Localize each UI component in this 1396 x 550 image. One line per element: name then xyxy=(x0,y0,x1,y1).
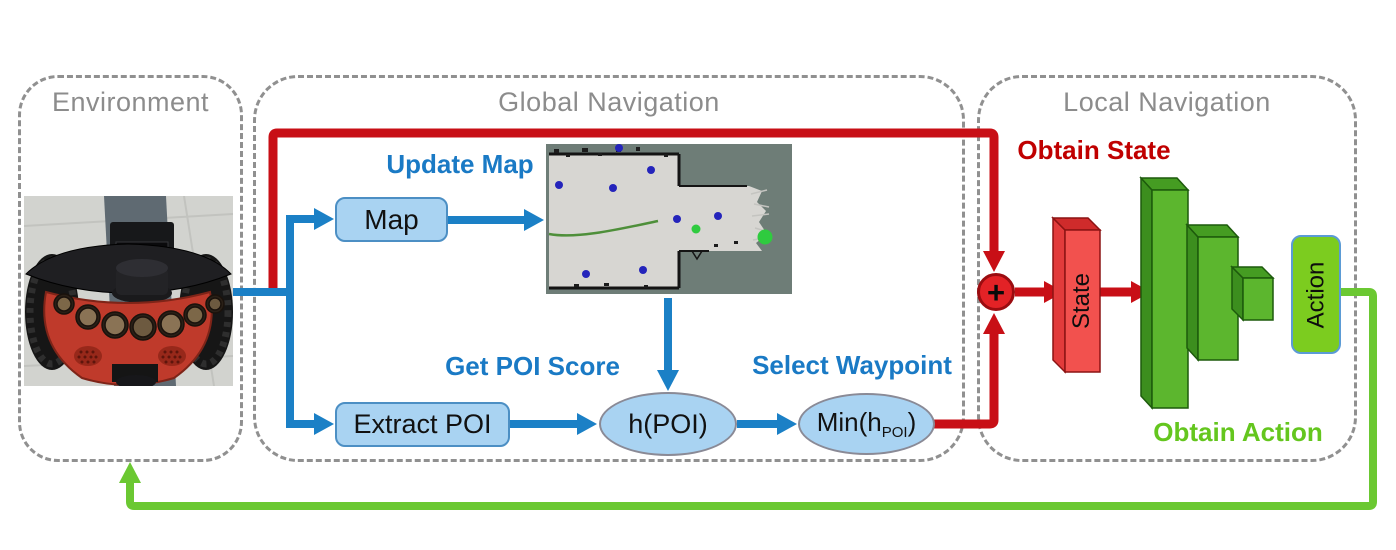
map-node-label: Map xyxy=(364,203,419,235)
grille-left xyxy=(74,346,102,366)
obtain-action-label: Obtain Action xyxy=(1153,417,1323,447)
extract-poi-label: Extract POI xyxy=(353,409,492,439)
state-bar-label: State xyxy=(1068,272,1096,330)
min-h-poi-label: Min(hPOI) xyxy=(816,406,917,442)
sum-node: + xyxy=(977,273,1015,311)
get-poi-score-label: Get POI Score xyxy=(445,351,620,381)
h-poi-node: h(POI) xyxy=(599,392,737,456)
map-node: Map xyxy=(335,197,448,242)
global-navigation-title: Global Navigation xyxy=(498,87,720,117)
plus-icon: + xyxy=(986,274,1006,310)
extract-poi-node: Extract POI xyxy=(335,402,510,447)
occupancy-map-image xyxy=(546,144,792,294)
local-navigation-title: Local Navigation xyxy=(1063,87,1271,117)
min-h-poi-node: Min(hPOI) xyxy=(798,393,935,455)
environment-title: Environment xyxy=(51,87,210,117)
h-poi-label: h(POI) xyxy=(628,408,708,439)
robot-photo xyxy=(24,196,233,386)
grille-right xyxy=(158,346,186,366)
update-map-label: Update Map xyxy=(386,149,534,179)
select-waypoint-label: Select Waypoint xyxy=(752,350,952,380)
action-node: Action xyxy=(1291,235,1341,354)
obtain-state-label: Obtain State xyxy=(1017,135,1171,165)
